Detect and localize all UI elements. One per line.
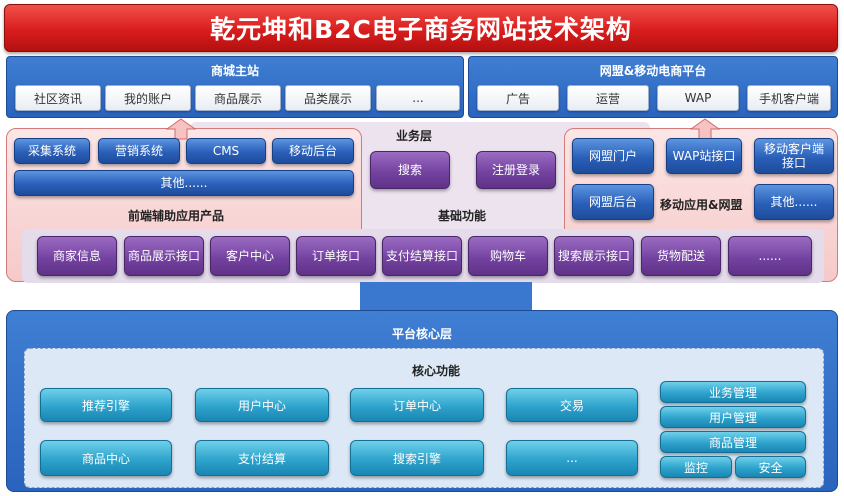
mall-item-categories[interactable]: 品类展示 (285, 85, 371, 111)
register-login-button[interactable]: 注册登录 (476, 151, 556, 189)
mobile-app-alliance-backend[interactable]: 网盟后台 (572, 184, 654, 220)
core-user-center[interactable]: 用户中心 (195, 388, 329, 422)
core-functions-label: 核心功能 (412, 364, 461, 378)
search-button[interactable]: 搜索 (370, 151, 450, 189)
mall-item-community[interactable]: 社区资讯 (15, 85, 101, 111)
mall-item-more[interactable]: ... (376, 85, 460, 111)
mobile-platform-panel: 网盟&移动电商平台 广告 运营 WAP 手机客户端 (468, 56, 838, 118)
mgmt-security[interactable]: 安全 (735, 456, 806, 478)
mobile-app-wap-interface[interactable]: WAP站接口 (666, 138, 742, 174)
frontend-aux-label: 前端辅助应用产品 (128, 209, 225, 223)
basic-delivery[interactable]: 货物配送 (641, 236, 721, 276)
mgmt-business[interactable]: 业务管理 (660, 381, 806, 403)
basic-merchant-info[interactable]: 商家信息 (37, 236, 117, 276)
up-arrow-icon (166, 118, 196, 140)
mall-site-title: 商城主站 (210, 64, 259, 78)
mobile-app-other[interactable]: 其他...... (754, 184, 834, 220)
core-recommendation-engine[interactable]: 推荐引擎 (40, 388, 172, 422)
aux-marketing-system[interactable]: 营销系统 (98, 138, 180, 164)
aux-mobile-backend[interactable]: 移动后台 (272, 138, 354, 164)
core-payment-settlement[interactable]: 支付结算 (195, 440, 329, 476)
page-title: 乾元坤和B2C电子商务网站技术架构 (4, 4, 838, 52)
aux-cms[interactable]: CMS (186, 138, 266, 164)
core-more[interactable]: ... (506, 440, 638, 476)
mobile-platform-title: 网盟&移动电商平台 (599, 64, 707, 78)
core-search-engine[interactable]: 搜索引擎 (350, 440, 484, 476)
basic-shopping-cart[interactable]: 购物车 (468, 236, 548, 276)
core-platform-title: 平台核心层 (391, 327, 452, 341)
mall-item-products[interactable]: 商品展示 (195, 85, 281, 111)
mobile-item-operations[interactable]: 运营 (567, 85, 649, 111)
mobile-item-wap[interactable]: WAP (657, 85, 739, 111)
mobile-app-client-interface[interactable]: 移动客户端接口 (754, 138, 834, 174)
mgmt-monitoring[interactable]: 监控 (660, 456, 732, 478)
aux-other[interactable]: 其他...... (14, 170, 354, 196)
mobile-item-ads[interactable]: 广告 (477, 85, 559, 111)
core-transaction[interactable]: 交易 (506, 388, 638, 422)
basic-more[interactable]: ...... (728, 236, 812, 276)
core-product-center[interactable]: 商品中心 (40, 440, 172, 476)
mobile-item-client[interactable]: 手机客户端 (747, 85, 831, 111)
core-order-center[interactable]: 订单中心 (350, 388, 484, 422)
basic-functions-label: 基础功能 (438, 209, 487, 223)
basic-search-display-interface[interactable]: 搜索展示接口 (554, 236, 634, 276)
basic-order-interface[interactable]: 订单接口 (296, 236, 376, 276)
basic-payment-interface[interactable]: 支付结算接口 (382, 236, 462, 276)
basic-product-display-interface[interactable]: 商品展示接口 (124, 236, 204, 276)
aux-collection-system[interactable]: 采集系统 (14, 138, 90, 164)
mall-item-account[interactable]: 我的账户 (105, 85, 191, 111)
mobile-apps-label: 移动应用&网盟 (660, 198, 743, 212)
basic-customer-center[interactable]: 客户中心 (210, 236, 290, 276)
layer-connector (360, 282, 532, 314)
business-layer-label: 业务层 (396, 129, 433, 143)
mgmt-products[interactable]: 商品管理 (660, 431, 806, 453)
mobile-app-alliance-portal[interactable]: 网盟门户 (572, 138, 654, 174)
mall-site-panel: 商城主站 社区资讯 我的账户 商品展示 品类展示 ... (6, 56, 464, 118)
mgmt-users[interactable]: 用户管理 (660, 406, 806, 428)
up-arrow-icon (690, 118, 720, 140)
